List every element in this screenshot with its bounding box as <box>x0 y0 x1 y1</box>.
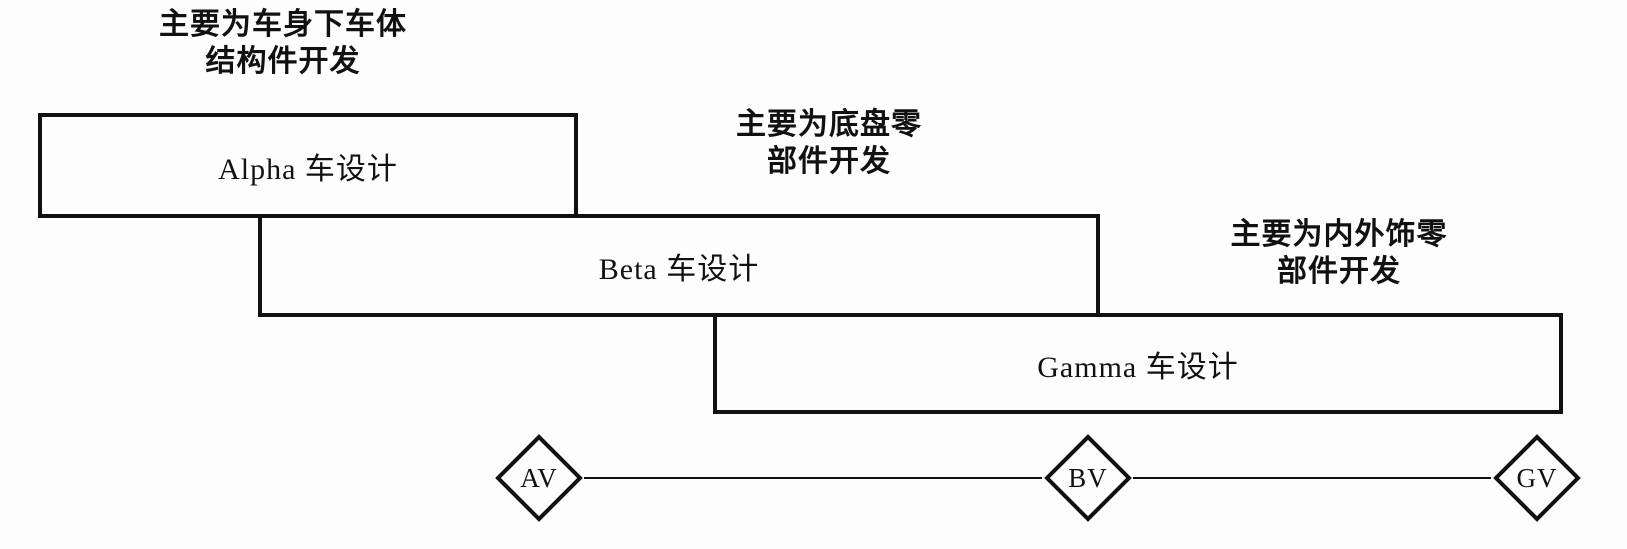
annotation-gamma-scope: 主要为内外饰零 部件开发 <box>1159 216 1519 290</box>
timeline-segment-av-bv <box>584 477 1042 479</box>
timeline-segment-bv-gv <box>1133 477 1491 479</box>
annotation-alpha-line2: 结构件开发 <box>205 45 361 78</box>
phase-box-beta: Beta 车设计 <box>258 214 1100 317</box>
phase-box-alpha: Alpha 车设计 <box>38 113 578 218</box>
phase-box-gamma: Gamma 车设计 <box>713 313 1563 414</box>
milestone-bv-label: BV <box>1068 462 1108 493</box>
milestone-av: AV <box>492 431 586 525</box>
annotation-beta-line1: 主要为底盘零 <box>736 108 922 141</box>
annotation-beta-scope: 主要为底盘零 部件开发 <box>649 106 1009 180</box>
annotation-gamma-line1: 主要为内外饰零 <box>1230 218 1448 251</box>
milestone-bv: BV <box>1041 431 1135 525</box>
annotation-gamma-line2: 部件开发 <box>1277 255 1401 288</box>
annotation-alpha-line1: 主要为车身下车体 <box>159 8 407 41</box>
milestone-av-label: AV <box>520 462 558 493</box>
phase-beta-label: Beta 车设计 <box>598 252 760 286</box>
annotation-beta-line2: 部件开发 <box>767 145 891 178</box>
milestone-gv-label: GV <box>1516 462 1558 493</box>
milestone-gv: GV <box>1490 431 1584 525</box>
phase-alpha-label: Alpha 车设计 <box>218 152 398 186</box>
annotation-alpha-scope: 主要为车身下车体 结构件开发 <box>103 6 463 80</box>
phase-gamma-label: Gamma 车设计 <box>1037 350 1239 384</box>
